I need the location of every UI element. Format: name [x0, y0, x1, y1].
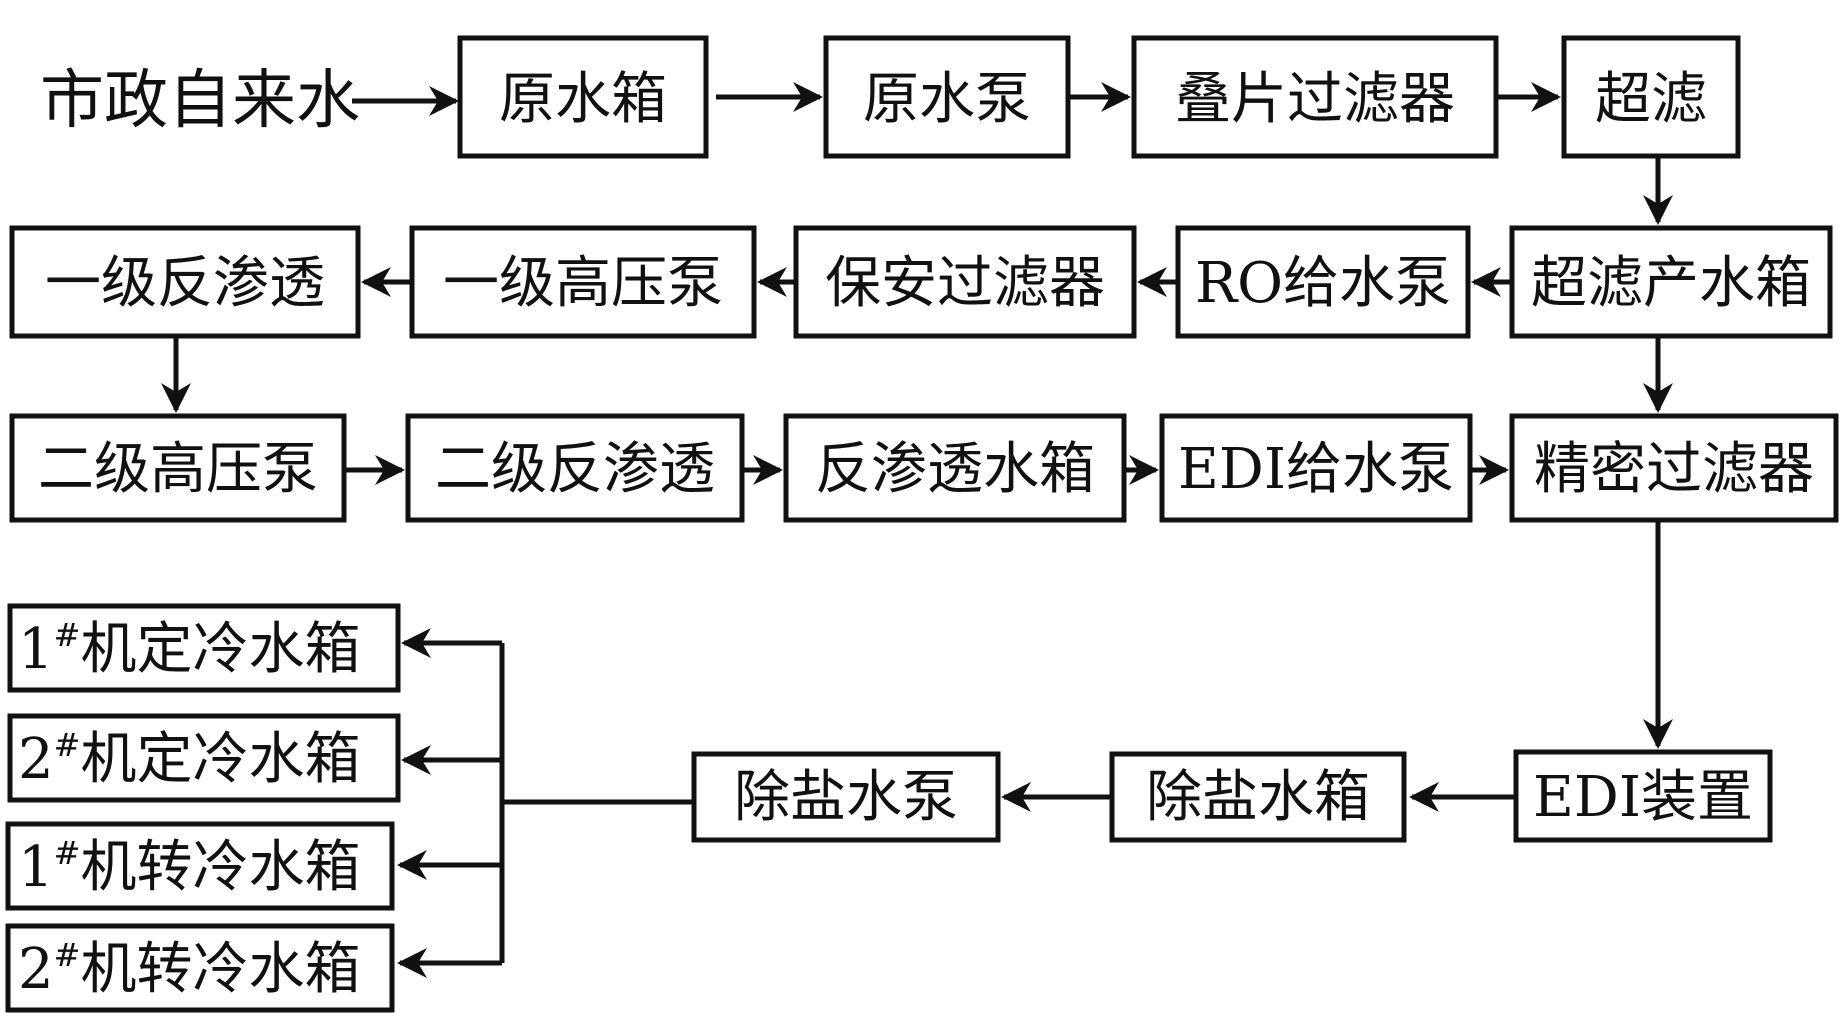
- node-disc-filter: 叠片过滤器: [1131, 35, 1499, 159]
- output-text: 机转冷水箱: [80, 835, 360, 900]
- node-precision-filter: 精密过滤器: [1509, 413, 1839, 523]
- node-raw-pump-label: 原水泵: [863, 67, 1031, 132]
- node-ro-1: 一级反渗透: [9, 225, 361, 339]
- output-box: 2#机定冷水箱: [7, 713, 401, 803]
- output-box: 2#机转冷水箱: [5, 923, 395, 1013]
- node-ro-tank-label: 反渗透水箱: [815, 437, 1095, 502]
- node-edi-feed-pump-label: EDI给水泵: [1178, 437, 1454, 502]
- node-security-filter-label: 保安过滤器: [825, 251, 1105, 316]
- node-ro-2: 二级反渗透: [405, 413, 745, 523]
- node-precision-filter-label: 精密过滤器: [1534, 437, 1814, 502]
- output-text: 机转冷水箱: [80, 937, 360, 1002]
- output-label: 1#机转冷水箱: [18, 834, 360, 900]
- output-text: 机定冷水箱: [80, 617, 360, 682]
- node-uf-product-tank: 超滤产水箱: [1509, 225, 1833, 339]
- node-uf-product-tank-label: 超滤产水箱: [1531, 251, 1811, 316]
- node-edi-feed-pump: EDI给水泵: [1159, 413, 1473, 523]
- node-disc-filter-label: 叠片过滤器: [1175, 67, 1455, 132]
- node-ro-feed-pump-label: RO给水泵: [1195, 251, 1451, 316]
- node-hp-pump-1-label: 一级高压泵: [443, 251, 723, 316]
- output-mark: #: [54, 834, 81, 872]
- output-mark: #: [54, 616, 81, 654]
- node-hp-pump-2-label: 二级高压泵: [38, 437, 318, 502]
- node-ro-2-label: 二级反渗透: [435, 437, 715, 502]
- node-raw-tank: 原水箱: [457, 35, 709, 159]
- node-demin-tank: 除盐水箱: [1109, 751, 1407, 843]
- output-number: 1: [18, 617, 54, 682]
- node-ultrafiltration: 超滤: [1561, 35, 1741, 159]
- output-label: 2#机转冷水箱: [18, 936, 360, 1002]
- node-ultrafiltration-label: 超滤: [1595, 67, 1707, 132]
- start-label: 市政自来水: [40, 64, 360, 138]
- output-mark: #: [54, 726, 81, 764]
- node-edi-device-label: EDI装置: [1533, 765, 1753, 830]
- node-raw-pump: 原水泵: [823, 35, 1071, 159]
- node-raw-tank-label: 原水箱: [499, 67, 667, 132]
- output-label: 2#机定冷水箱: [18, 726, 360, 792]
- node-demin-pump: 除盐水泵: [691, 751, 1001, 843]
- node-hp-pump-2: 二级高压泵: [9, 413, 347, 523]
- output-mark: #: [54, 936, 81, 974]
- node-security-filter: 保安过滤器: [793, 225, 1137, 339]
- node-demin-tank-label: 除盐水箱: [1146, 765, 1370, 830]
- output-label: 1#机定冷水箱: [18, 616, 360, 682]
- output-box: 1#机定冷水箱: [7, 603, 401, 693]
- output-box: 1#机转冷水箱: [5, 821, 395, 911]
- node-edi-device: EDI装置: [1513, 749, 1773, 843]
- output-text: 机定冷水箱: [80, 727, 360, 792]
- node-demin-pump-label: 除盐水泵: [734, 765, 958, 830]
- node-ro-tank: 反渗透水箱: [783, 413, 1127, 523]
- node-ro-1-label: 一级反渗透: [45, 251, 325, 316]
- output-number: 1: [18, 835, 54, 900]
- node-hp-pump-1: 一级高压泵: [409, 225, 757, 339]
- output-number: 2: [18, 937, 54, 1002]
- node-ro-feed-pump: RO给水泵: [1175, 225, 1471, 339]
- output-number: 2: [18, 727, 54, 792]
